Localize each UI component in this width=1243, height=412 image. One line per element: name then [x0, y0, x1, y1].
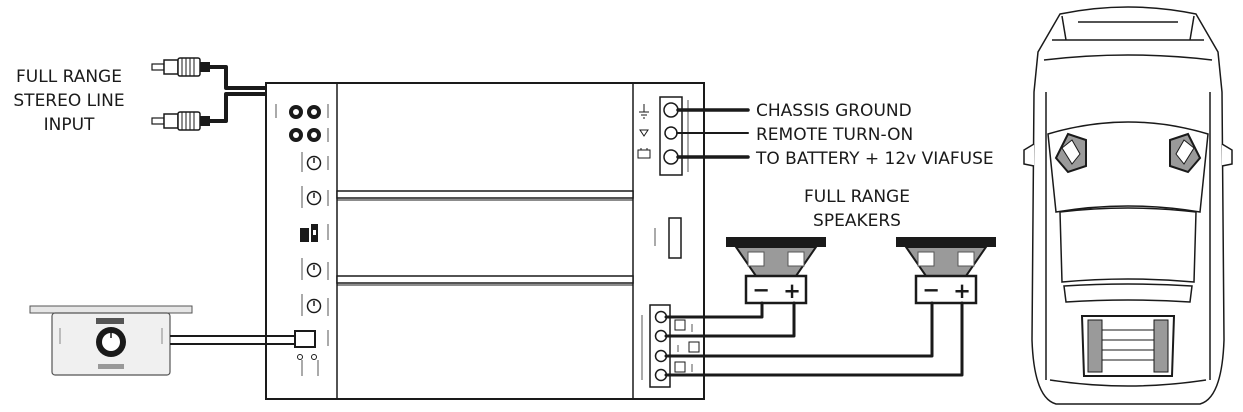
crossover-knob-icon — [306, 190, 322, 206]
trunk-amplifier-icon — [1080, 315, 1176, 377]
remote-symbol-icon — [639, 129, 649, 137]
ground-symbol-icon — [639, 104, 649, 119]
amplifier — [265, 82, 705, 400]
speakers-label-line-1: FULL RANGE — [804, 187, 910, 207]
crossover-switch-icon — [300, 224, 318, 242]
bass-boost-knob-icon — [306, 298, 322, 314]
remote-turn-on-label: REMOTE TURN-ON — [756, 125, 913, 145]
rca-plug-icon — [151, 111, 210, 131]
power-wires — [676, 108, 750, 159]
speaker-wires — [664, 301, 964, 377]
line-input-label: FULL RANGE STEREO LINE INPUT — [13, 67, 124, 135]
remote-knob-icon — [96, 327, 126, 357]
battery-symbol-icon — [637, 148, 651, 159]
status-leds — [297, 354, 317, 360]
speaker-icon: − + — [896, 237, 996, 305]
chassis-ground-label: CHASSIS GROUND — [756, 101, 912, 121]
input-label-line-1: FULL RANGE — [16, 67, 122, 87]
battery-label: TO BATTERY + 12v VIAFUSE — [755, 149, 994, 169]
speakers-label-line-2: SPEAKERS — [813, 211, 901, 231]
control-panel-markings — [275, 104, 329, 376]
input-label-line-3: INPUT — [44, 115, 95, 135]
speaker-icon — [1169, 132, 1202, 174]
speaker-negative-terminal: − — [752, 278, 770, 302]
fuse-icon — [654, 217, 682, 259]
frequency-knob-icon — [306, 262, 322, 278]
speaker-output-block — [641, 304, 700, 388]
remote-cable — [170, 335, 295, 345]
rca-plug-icon — [151, 57, 210, 77]
speaker-negative-terminal: − — [922, 278, 940, 302]
speaker-icon — [1054, 132, 1087, 174]
input-label-line-2: STEREO LINE — [13, 91, 124, 111]
gain-knob-icon — [306, 155, 322, 171]
rca-input-jacks — [289, 105, 321, 142]
remote-bass-control — [29, 305, 193, 376]
remote-bass-port — [294, 330, 316, 348]
speaker-positive-terminal: + — [783, 279, 801, 303]
speaker-icon: − + — [726, 237, 826, 305]
power-terminal-block — [659, 96, 689, 176]
car-topview-icon — [1023, 6, 1233, 405]
speaker-positive-terminal: + — [953, 279, 971, 303]
